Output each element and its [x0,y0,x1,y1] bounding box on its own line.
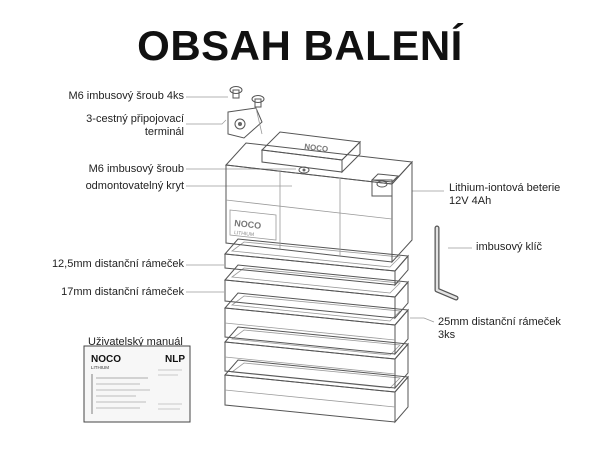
page-title: OBSAH BALENÍ [137,22,463,69]
label-battery-line2: 12V 4Ah [449,195,492,207]
label-spacer-25mm-line1: 25mm distanční rámeček [438,316,561,328]
label-m6-screw: M6 imbusový šroub [88,163,184,175]
label-battery-line1: Lithium-iontová beterie [449,182,561,194]
battery-side-logo-sub: LITHIUM [234,230,255,238]
leader-lines [186,96,472,323]
battery-lid-logo: NOCO [304,142,329,154]
spacer-25mm-1 [223,292,410,356]
label-removable-cover: odmontovatelný kryt [85,180,184,192]
three-way-terminal [227,107,263,139]
battery-terminal-right [370,173,400,197]
manual-brand: NOCO [91,354,121,365]
label-user-manual: Uživatelský manuál [88,336,183,348]
user-manual-card: NOCO LITHIUM NLP [83,345,191,423]
spacer-17mm [223,264,410,320]
removable-cover: NOCO [260,131,362,174]
label-spacer-17mm: 17mm distanční rámeček [61,286,184,298]
label-terminal-line2: terminál [144,126,184,138]
battery-side-logo: NOCO [234,218,262,231]
spacer-25mm-2 [223,326,410,390]
label-spacer-12-5mm: 12,5mm distanční rámeček [51,258,184,270]
manual-brand-sub: LITHIUM [91,365,109,370]
label-terminal-line1: 3-cestný připojovací [86,113,184,125]
m6-screw-center [298,166,310,174]
label-m6-screws-4pcs: M6 imbusový šroub 4ks [68,90,184,102]
manual-model: NLP [165,354,185,365]
label-hex-key: imbusový klíč [476,241,543,253]
hex-key [434,225,459,301]
spacer-25mm-3 [223,359,410,424]
label-spacer-25mm-line2: 3ks [438,329,456,341]
m6-screws-4pcs [229,86,265,108]
lithium-ion-battery: NOCO LITHIUM [224,142,414,264]
